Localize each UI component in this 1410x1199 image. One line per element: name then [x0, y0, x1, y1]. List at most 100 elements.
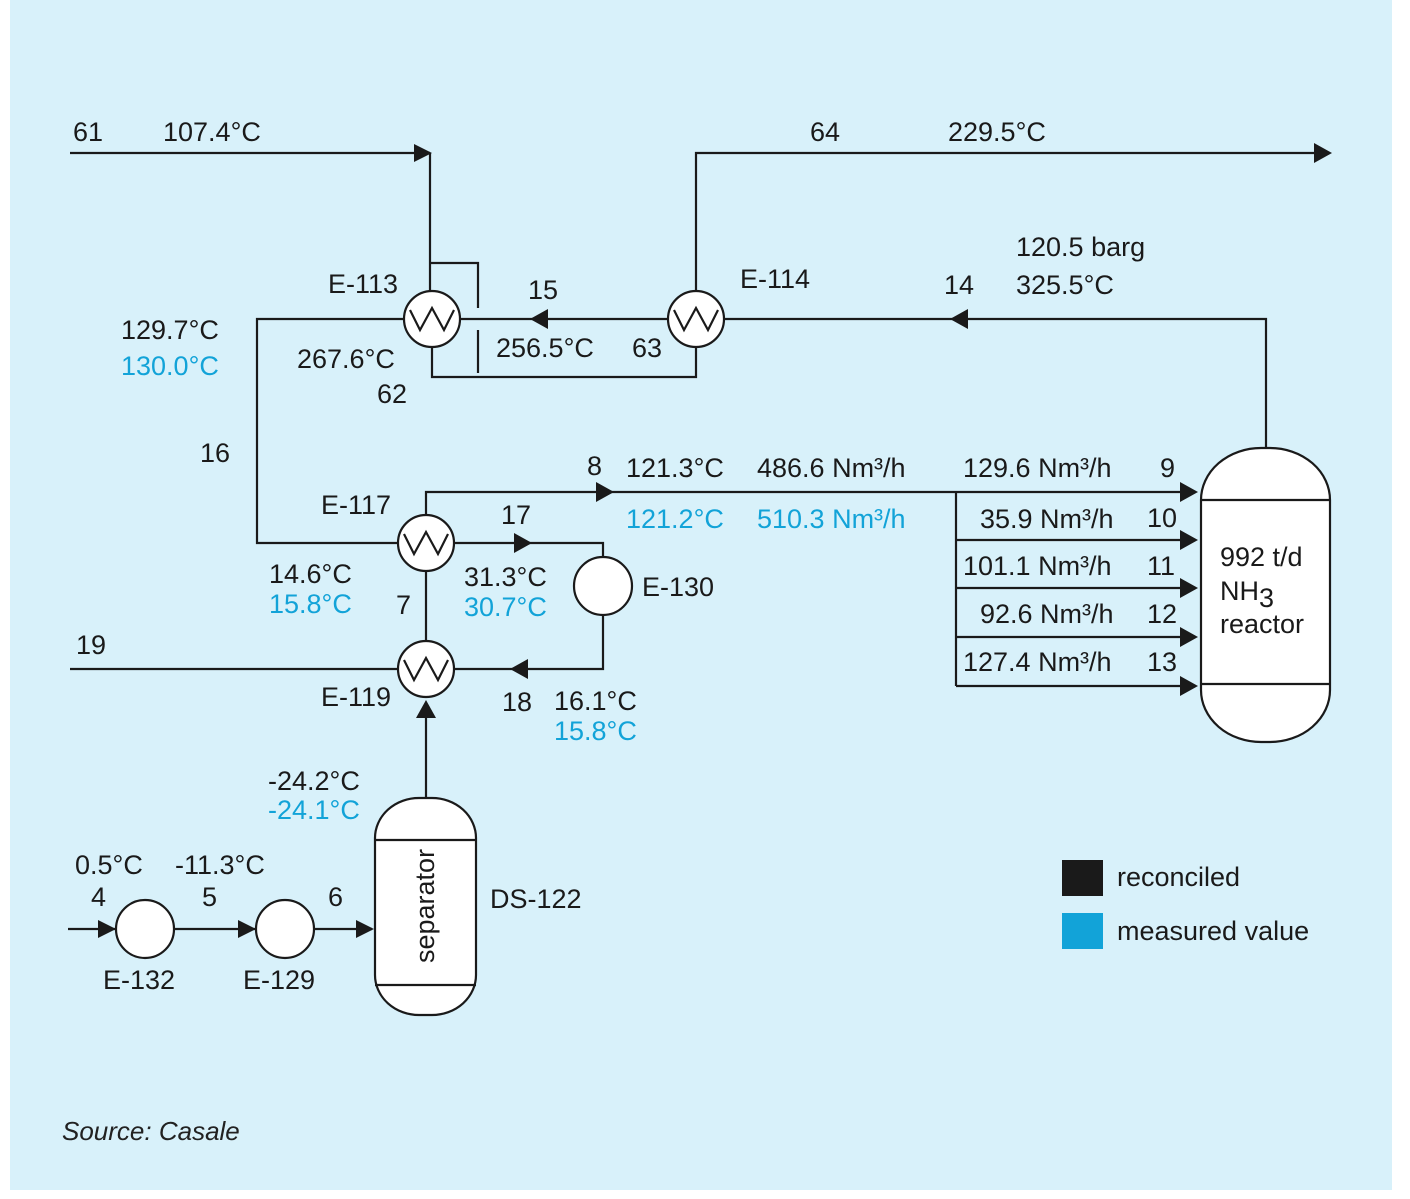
stream-14-temp: 325.5°C: [1016, 270, 1114, 300]
stream-10-flow: 35.9 Nm³/h: [980, 504, 1114, 534]
stream-14-pressure: 120.5 barg: [1016, 232, 1145, 262]
diagram-panel: [10, 0, 1392, 1190]
heat-exchanger-e113: [402, 289, 462, 349]
arrow-17: [514, 533, 532, 553]
line-64: [694, 151, 1318, 297]
stream-11-flow: 101.1 Nm³/h: [963, 551, 1112, 581]
stream-10-id: 10: [1147, 503, 1177, 533]
arrow-6: [356, 920, 374, 938]
arrow-18: [510, 659, 528, 679]
stream-8-flow-measured: 510.3 Nm³/h: [757, 504, 906, 534]
reactor-label: reactor: [1220, 609, 1304, 639]
stream-63-id: 63: [632, 333, 662, 363]
stream-13-id: 13: [1147, 647, 1177, 677]
label-e117: E-117: [321, 490, 391, 520]
arrow-64: [1314, 143, 1332, 163]
arrow-sep-out: [416, 700, 436, 718]
stream-8-flow-text: 486.6 Nm³/h: [757, 453, 906, 483]
stream-7-temp: 14.6°C: [269, 559, 352, 589]
stream-18-temp-measured: 15.8°C: [554, 716, 637, 746]
stream-15-temp: 256.5°C: [496, 333, 594, 363]
arrow-8: [596, 482, 614, 502]
label-separator: separator: [410, 849, 440, 963]
reactor-capacity: 992 t/d: [1220, 542, 1303, 572]
stream-labels: 61 107.4°C 64 229.5°C 120.5 barg 14 325.…: [73, 117, 1177, 912]
label-e130: E-130: [642, 572, 714, 602]
heat-exchanger-e119: [396, 639, 456, 699]
label-e129: E-129: [243, 965, 315, 995]
line-16: [255, 317, 404, 545]
piping: [68, 151, 1318, 931]
arrow-5: [238, 920, 256, 938]
line-17: [454, 541, 605, 557]
arrow-15: [530, 309, 548, 329]
arrow-61: [414, 144, 432, 162]
stream-64-temp: 229.5°C: [948, 117, 1046, 147]
label-e132: E-132: [103, 965, 175, 995]
legend: reconciled measured value: [1062, 860, 1309, 949]
reactor-vessel: [1199, 446, 1332, 744]
stream-7-id: 7: [396, 590, 411, 620]
stream-13-flow: 127.4 Nm³/h: [963, 647, 1112, 677]
stream-7-temp-measured: 15.8°C: [269, 589, 352, 619]
stream-12-id: 12: [1147, 599, 1177, 629]
arrow-13: [1180, 676, 1198, 696]
legend-label-measured: measured value: [1117, 916, 1309, 946]
legend-label-reconciled: reconciled: [1117, 862, 1240, 892]
flow-arrows: [98, 143, 1332, 938]
line-8: [424, 490, 1185, 516]
stream-8-flow: 486.6 Nm³/h: [757, 453, 906, 483]
stream-8-temp-measured: 121.2°C: [626, 504, 724, 534]
reactor-product: NH3: [1220, 576, 1274, 613]
stream-8-temp: 121.3°C: [626, 453, 724, 483]
stream-5-temp: -11.3°C: [175, 850, 265, 880]
stream-15-id: 15: [528, 275, 558, 305]
stream-16-temp: 129.7°C: [121, 315, 219, 345]
sep-out-temp-measured: -24.1°C: [268, 795, 360, 825]
stream-18-id: 18: [502, 687, 532, 717]
label-ds122: DS-122: [490, 884, 582, 914]
reactor-product-main: NH: [1220, 576, 1259, 606]
stream-62-temp: 267.6°C: [297, 344, 395, 374]
stream-5-id: 5: [202, 882, 217, 912]
stream-64-id: 64: [810, 117, 840, 147]
stream-16-id: 16: [200, 438, 230, 468]
arrow-9: [1180, 482, 1198, 502]
stream-8-id: 8: [587, 451, 602, 481]
stream-16-temp-measured: 130.0°C: [121, 351, 219, 381]
line-14: [724, 317, 1268, 448]
line-62: [430, 342, 698, 379]
arrow-11: [1180, 578, 1198, 598]
stream-9-flow: 129.6 Nm³/h: [963, 453, 1112, 483]
cooler-e132: [114, 898, 176, 960]
stream-17-temp: 31.3°C: [464, 562, 547, 592]
arrow-14: [950, 309, 968, 329]
label-e119: E-119: [321, 682, 391, 712]
source-credit: Source: Casale: [62, 1116, 240, 1146]
stream-4-temp: 0.5°C: [75, 850, 143, 880]
separator-vessel-ds122: [373, 796, 478, 1017]
arrow-4: [98, 920, 116, 938]
label-e114: E-114: [740, 264, 810, 294]
stream-17-temp-measured: 30.7°C: [464, 592, 547, 622]
stream-11-id: 11: [1147, 551, 1175, 581]
equipment-labels: E-113 E-114 E-117 E-119 E-130 E-132 E-12…: [103, 264, 1304, 995]
line-18: [454, 614, 605, 671]
stream-18-temp: 16.1°C: [554, 686, 637, 716]
cooler-e129: [254, 898, 316, 960]
cooler-e130: [572, 555, 634, 617]
arrow-10: [1180, 530, 1198, 550]
stream-4-id: 4: [91, 882, 106, 912]
stream-6-id: 6: [328, 882, 343, 912]
stream-62-id: 62: [377, 379, 407, 409]
heat-exchanger-e117: [396, 513, 456, 573]
stream-19-id: 19: [76, 630, 106, 660]
label-e113: E-113: [328, 269, 398, 299]
stream-14-id: 14: [944, 270, 974, 300]
stream-9-id: 9: [1160, 453, 1175, 483]
sep-out-temp: -24.2°C: [268, 766, 360, 796]
arrow-12: [1180, 627, 1198, 647]
heat-exchanger-e114: [666, 289, 726, 349]
legend-swatch-measured: [1062, 913, 1103, 949]
